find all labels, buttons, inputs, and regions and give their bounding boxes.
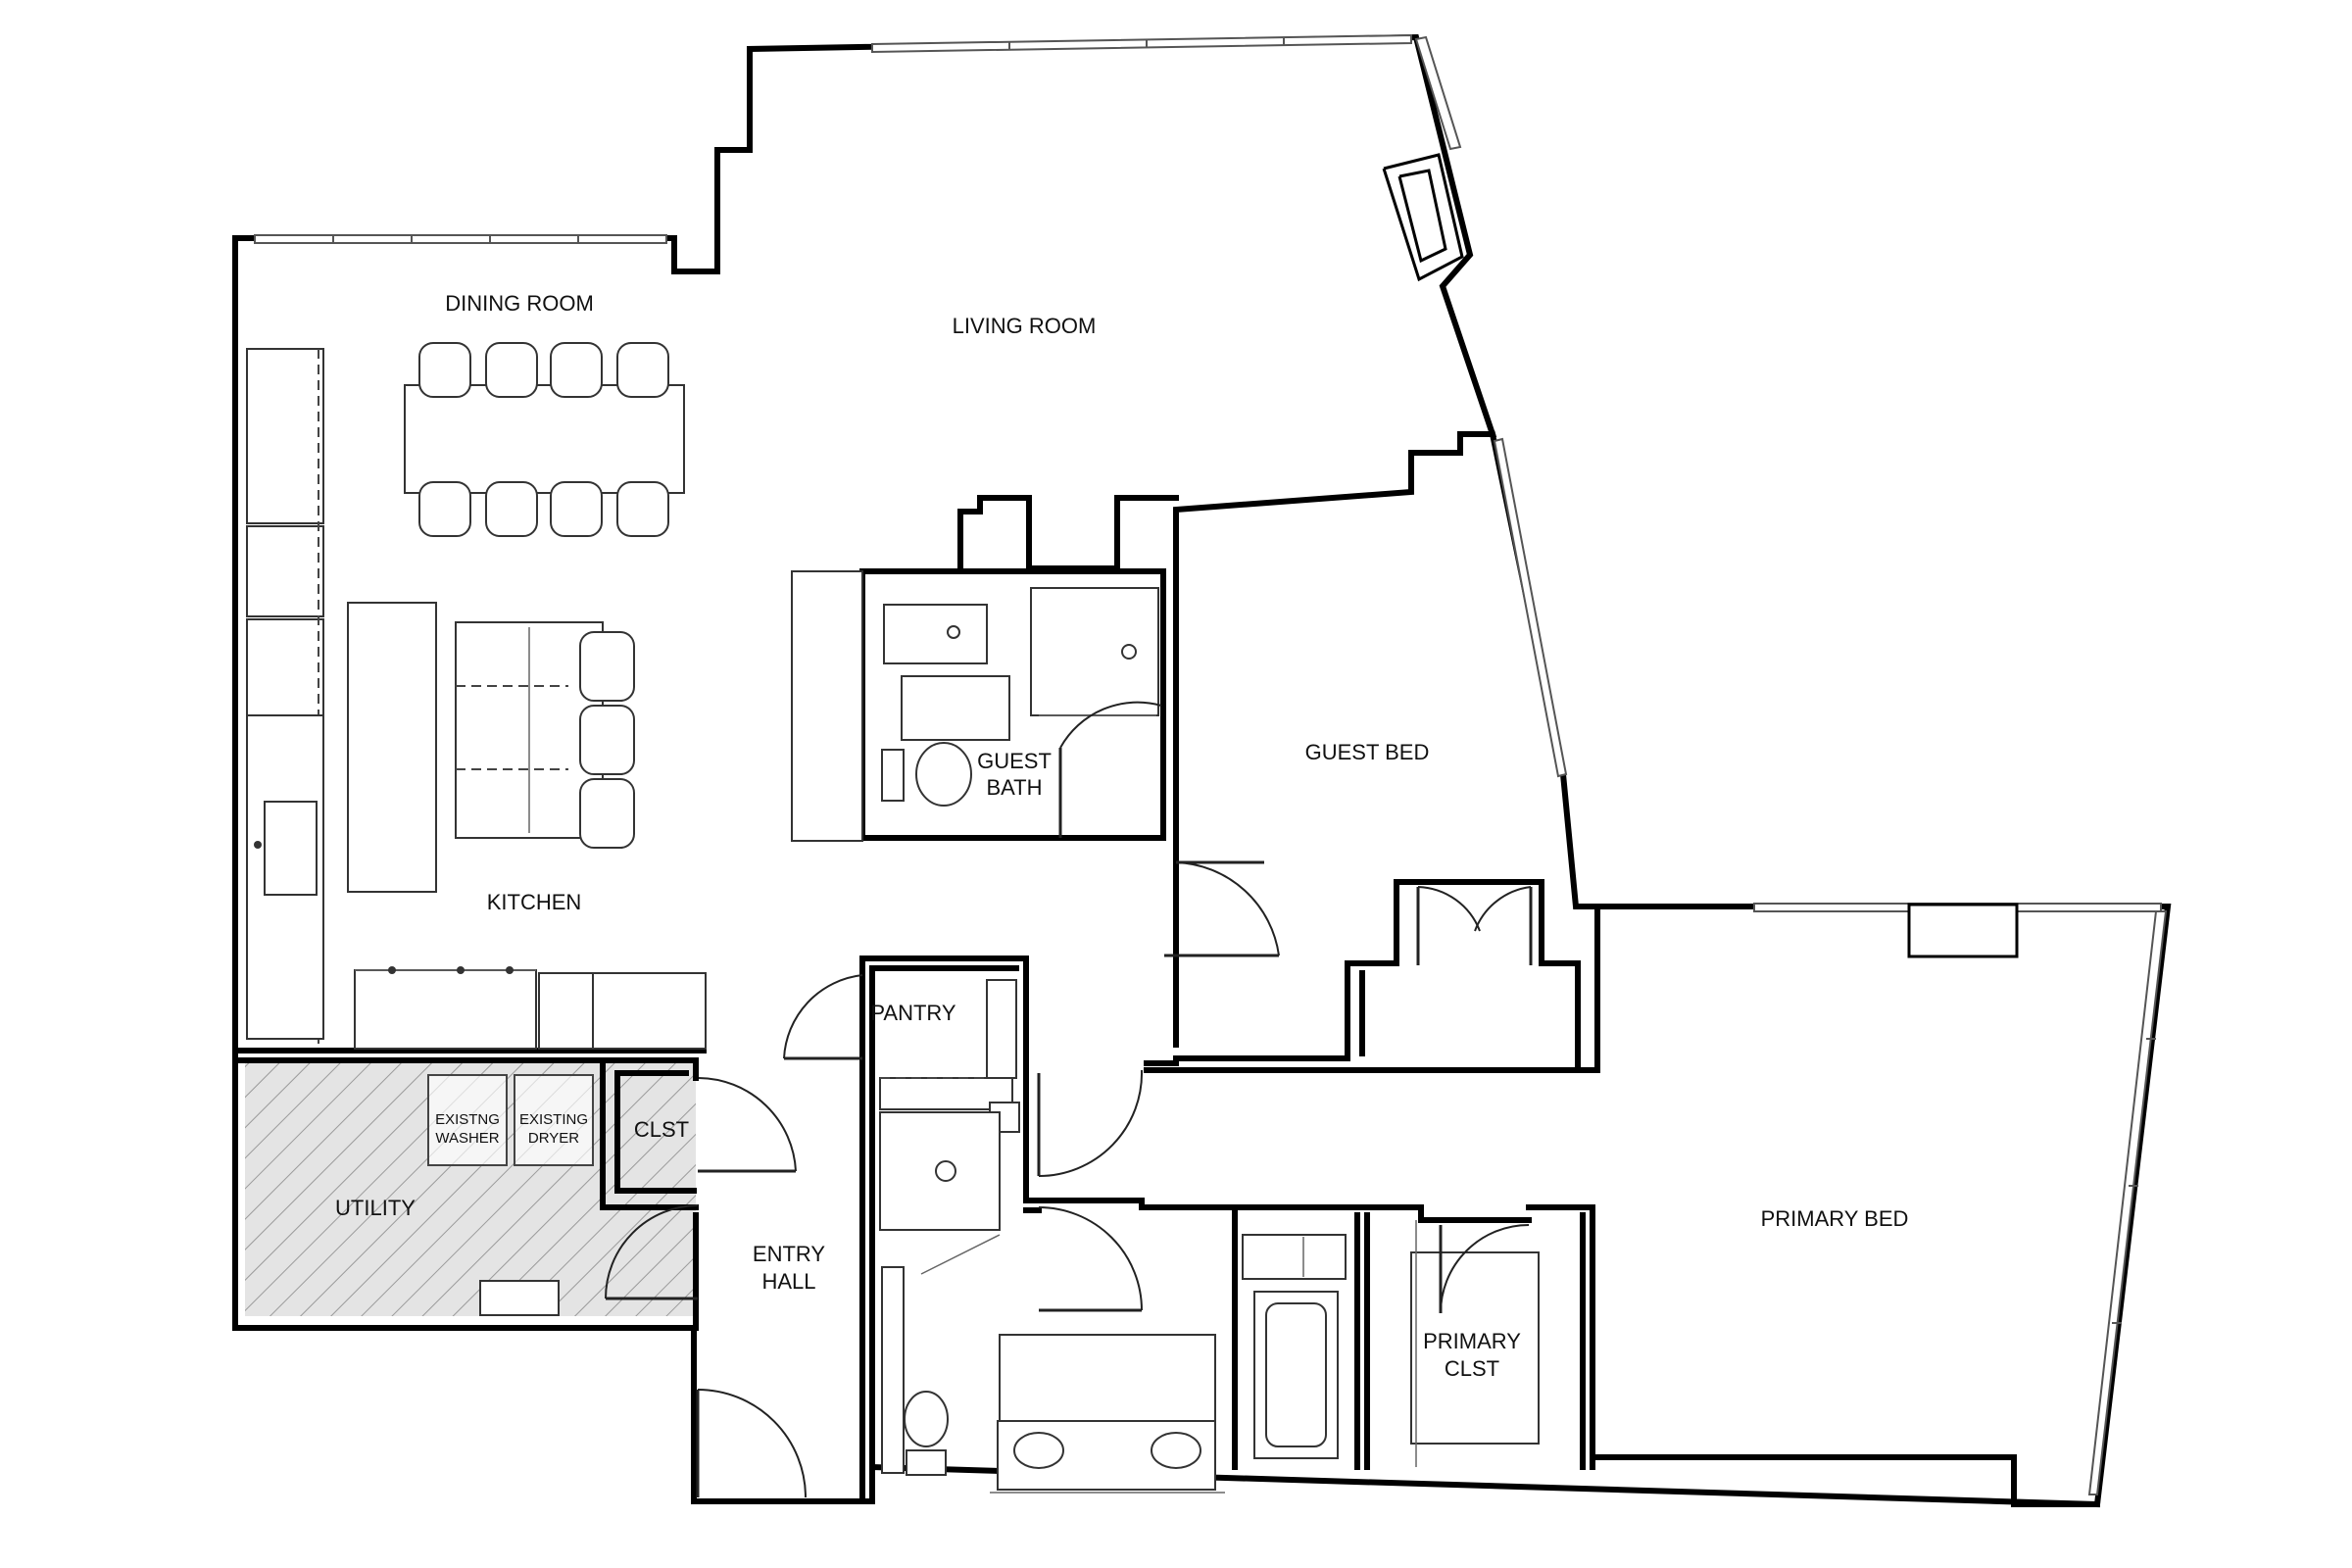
label-guest-bath-2: BATH (986, 775, 1042, 800)
label-primary-closet-2: CLST (1445, 1356, 1499, 1381)
appliance-labels: EXISTNG WASHER EXISTING DRYER (435, 1111, 588, 1147)
windows (254, 33, 2168, 1495)
label-pantry: PANTRY (870, 1001, 956, 1025)
label-washer-1: EXISTNG (435, 1111, 500, 1128)
doors (605, 701, 1533, 1498)
label-guest-bed: GUEST BED (1305, 740, 1430, 764)
utility-fixtures (427, 1074, 594, 1316)
label-living-room: LIVING ROOM (953, 314, 1097, 338)
label-guest-bath-1: GUEST (977, 749, 1052, 773)
label-entry-hall-2: HALL (761, 1269, 815, 1294)
label-kitchen: KITCHEN (487, 890, 582, 914)
label-primary-closet-1: PRIMARY (1423, 1329, 1521, 1353)
washer-box (427, 1074, 508, 1166)
dryer-box (514, 1074, 594, 1166)
label-closet: CLST (634, 1117, 689, 1142)
guest-toilet (915, 742, 972, 807)
label-utility: UTILITY (335, 1196, 416, 1220)
label-dining-room: DINING ROOM (445, 291, 594, 316)
bath-fixtures (879, 979, 1540, 1494)
hall-toilet (904, 1391, 949, 1447)
label-dryer-2: DRYER (528, 1130, 579, 1147)
room-labels: DINING ROOM LIVING ROOM GUEST BATH GUEST… (335, 291, 1908, 1381)
guest-bath-fixtures (791, 570, 1159, 842)
primary-window-pier (1907, 903, 2019, 958)
dining-table (404, 384, 685, 494)
label-dryer-1: EXISTING (519, 1111, 588, 1128)
dining-set (404, 342, 685, 537)
label-primary-bed: PRIMARY BED (1761, 1206, 1909, 1231)
label-washer-2: WASHER (435, 1130, 499, 1147)
kitchen-island (347, 602, 437, 893)
kitchen-fixtures (246, 348, 707, 1050)
label-entry-hall-1: ENTRY (753, 1242, 825, 1266)
